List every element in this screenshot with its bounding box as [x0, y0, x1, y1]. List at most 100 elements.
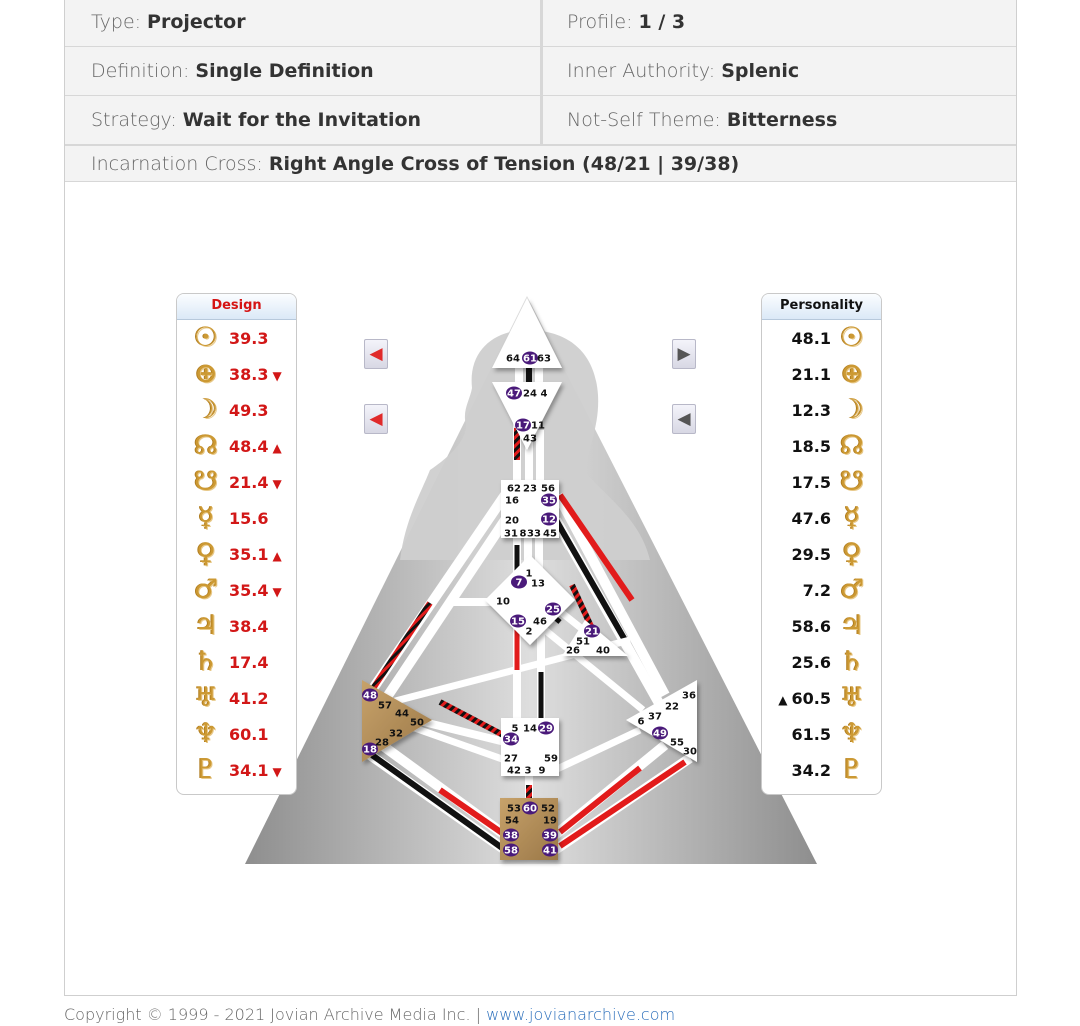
design-gate-line: 39.3 [229, 329, 272, 348]
design-gate-line: 38.3▼ [229, 365, 282, 384]
jovian-archive-link[interactable]: www.jovianarchive.com [486, 1005, 676, 1024]
gate-21: 21 [585, 627, 599, 638]
profile-value: 1 / 3 [638, 11, 686, 33]
personality-prev-button[interactable]: ◀ [672, 404, 696, 434]
gate-4: 4 [541, 389, 548, 400]
personality-row: ⊕ 21.1 [762, 356, 881, 392]
gate-49: 49 [653, 729, 667, 740]
personality-row: ☿ 47.6 [762, 500, 881, 536]
design-prev-button[interactable]: ◀ [364, 339, 388, 369]
gate-5: 5 [512, 724, 519, 735]
definition-value: Single Definition [195, 60, 374, 82]
active-gate-badge [510, 614, 526, 628]
strategy-field: Strategy:Wait for the Invitation [91, 109, 422, 131]
design-rows: ☉39.3⊕38.3▼☽49.3☊48.4▲☋21.4▼☿15.6♀35.1▲♂… [177, 320, 296, 788]
gate-52: 52 [541, 804, 555, 815]
design-gate-line: 48.4▲ [229, 437, 282, 456]
active-gate-badge [541, 512, 557, 526]
gate-9: 9 [539, 766, 546, 777]
arrow-left-icon: ◀ [677, 409, 691, 429]
personality-gate-line: 47.6 [788, 509, 831, 528]
copyright-text: Copyright © 1999 - 2021 Jovian Archive M… [64, 1005, 482, 1024]
earth-icon: ⊕ [840, 358, 864, 389]
gate-line-value: 41.2 [229, 689, 269, 708]
design-prev-step-button[interactable]: ◀ [364, 404, 388, 434]
design-row: ☊ 48.4▲ [177, 428, 296, 464]
gate-19: 19 [543, 816, 557, 827]
personality-panel-title: Personality [762, 294, 881, 320]
detriment-arrow-icon: ▼ [272, 477, 282, 491]
active-gate-badge [542, 843, 558, 857]
gate-line-value: 39.3 [229, 329, 269, 348]
gate-22: 22 [665, 702, 679, 713]
gate-50: 50 [410, 718, 424, 729]
active-gate-badge [503, 828, 519, 842]
not-self-theme-value: Bitterness [726, 109, 838, 131]
gate-line-value: 60.1 [229, 725, 269, 744]
gate-line-value: 18.5 [791, 437, 831, 456]
active-gate-badge [522, 351, 538, 365]
gate-30: 30 [683, 747, 697, 758]
south-node-icon: ☋ [194, 466, 218, 497]
venus-icon: ♀ [196, 538, 216, 569]
gate-40: 40 [596, 646, 610, 657]
gate-13: 13 [531, 579, 545, 590]
gate-45: 45 [543, 529, 557, 540]
north-node-icon: ☊ [194, 430, 218, 461]
design-gate-line: 49.3 [229, 401, 272, 420]
gate-48: 48 [363, 691, 377, 702]
mercury-icon: ☿ [843, 502, 861, 533]
personality-row: ♅▲60.5 [762, 680, 881, 716]
design-row: ☽ 49.3 [177, 392, 296, 428]
design-row: ♃38.4 [177, 608, 296, 644]
gate-56: 56 [541, 484, 555, 495]
gate-58: 58 [504, 846, 518, 857]
gate-41: 41 [543, 846, 557, 857]
moon-icon: ☽ [839, 394, 865, 425]
detriment-arrow-icon: ▼ [272, 369, 282, 383]
personality-row: ♀29.5 [762, 536, 881, 572]
earth-icon: ⊕ [194, 358, 218, 389]
inner-authority-value: Splenic [721, 60, 800, 82]
channels [367, 360, 693, 855]
gate-line-value: 21.4 [229, 473, 269, 492]
gate-24: 24 [523, 389, 537, 400]
gate-55: 55 [670, 738, 684, 749]
personality-gate-line: 25.6 [788, 653, 831, 672]
design-row: ☿15.6 [177, 500, 296, 536]
gate-26: 26 [566, 646, 580, 657]
gate-2: 2 [526, 627, 533, 638]
uranus-icon: ♅ [193, 682, 219, 713]
design-row: ☉39.3 [177, 320, 296, 356]
gate-46: 46 [533, 617, 547, 628]
profile-field: Profile:1 / 3 [567, 11, 686, 33]
design-row: ♅ 41.2 [177, 680, 296, 716]
design-gate-line: 34.1▼ [229, 761, 282, 780]
gate-line-value: 35.1 [229, 545, 269, 564]
gate-15: 15 [511, 617, 525, 628]
personality-row: ♆61.5 [762, 716, 881, 752]
active-gate-badge [515, 418, 531, 432]
active-gate-badge [542, 828, 558, 842]
column-divider [540, 0, 543, 145]
spleen-center [362, 680, 432, 762]
gate-53: 53 [507, 804, 521, 815]
personality-next-button[interactable]: ▶ [672, 339, 696, 369]
gate-29: 29 [539, 724, 553, 735]
mars-icon: ♂ [839, 574, 865, 605]
gate-line-value: 21.1 [791, 365, 831, 384]
summary-row-cross: Incarnation Cross:Right Angle Cross of T… [65, 145, 1016, 182]
gate-8: 8 [520, 529, 527, 540]
design-gate-line: 41.2 [229, 689, 272, 708]
gate-line-value: 48.1 [791, 329, 831, 348]
gate-42: 42 [507, 766, 521, 777]
strategy-value: Wait for the Invitation [182, 109, 422, 131]
gate-line-value: 38.4 [229, 617, 269, 636]
moon-icon: ☽ [193, 394, 219, 425]
gate-line-value: 7.2 [802, 581, 831, 600]
personality-row: ☋17.5 [762, 464, 881, 500]
design-panel-title: Design [177, 294, 296, 320]
active-gate-badge [652, 726, 668, 740]
gate-line-value: 58.6 [791, 617, 831, 636]
gate-64: 64 [506, 354, 520, 365]
